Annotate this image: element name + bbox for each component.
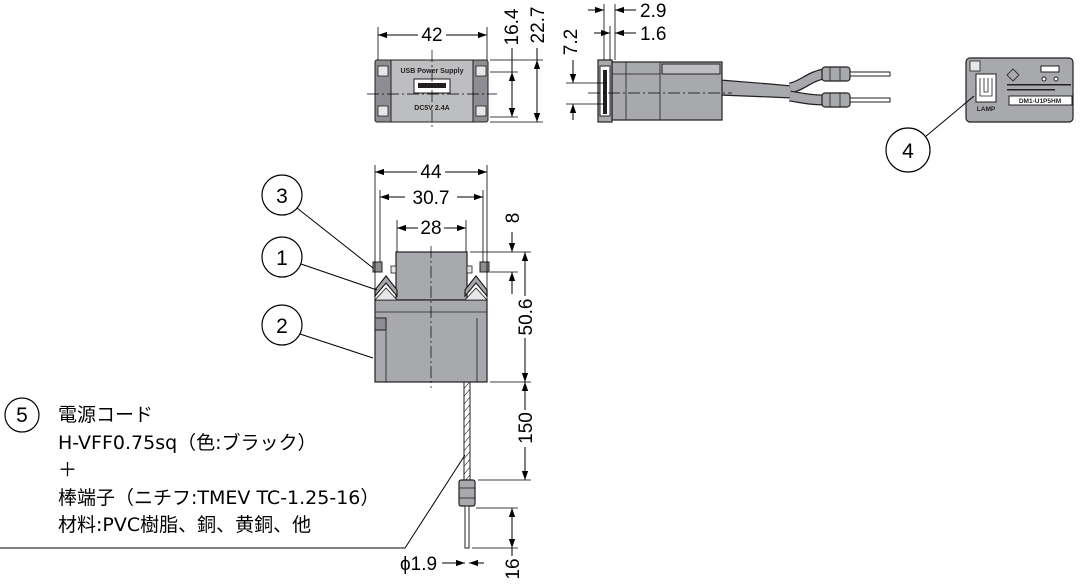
lamp-logo-mark: [979, 78, 993, 97]
dim-front-height-label: 22.7: [528, 7, 549, 44]
back-dot-icon-2: [1053, 76, 1059, 82]
terminal-lower: [821, 92, 851, 108]
cord-sheath: [719, 79, 793, 99]
cord-notes-leader: [0, 454, 466, 549]
model-label: DM1-U1P5HM: [1019, 98, 1061, 105]
callout-4-leader: [924, 95, 975, 138]
lamp-logo: [975, 73, 997, 103]
front-left-clip-top: [377, 65, 389, 77]
dim-cord-length-label: 150: [516, 412, 537, 444]
terminal-spec: 棒端子（ニチフ:TMEV TC-1.25-16）: [58, 487, 379, 509]
front-right-clip-top: [475, 65, 487, 77]
terminal-pin: [464, 505, 470, 549]
callout-3: 3: [261, 174, 303, 216]
left-clip-base: [374, 287, 398, 301]
lamp-logo-label: LAMP: [977, 106, 996, 113]
callout-5-circle: [4, 397, 40, 433]
side-dimensions: 2.9 1.6 7.2: [561, 1, 666, 120]
cord-notes: 電源コード H-VFF0.75sq（色:ブラック） ＋ 棒端子（ニチフ:TMEV…: [58, 404, 379, 536]
dim-terminal-length-label: 16: [503, 558, 524, 579]
pin-lower: [849, 97, 891, 103]
dim-plate-label: 2.9: [640, 1, 666, 22]
pin-upper: [849, 71, 891, 77]
callout-5-number: 5: [16, 404, 28, 427]
dim-clip-span-label: 30.7: [413, 188, 450, 209]
front-rating-label: DC5V 2.4A: [414, 105, 449, 112]
side-view: [588, 59, 891, 123]
dim-front-width-label: 42: [421, 25, 442, 46]
callout-4-number: 4: [902, 140, 914, 163]
callout-3-leader: [296, 207, 374, 269]
terminal-upper: [821, 66, 851, 82]
callout-1-leader: [300, 263, 378, 291]
dim-top-width-label: 28: [420, 218, 441, 239]
cord-title: 電源コード: [58, 404, 153, 426]
left-tab: [372, 261, 383, 273]
front-left-clip-bottom: [377, 105, 389, 117]
back-fine-print-1: [1007, 84, 1071, 86]
upper-body-lug-right: [466, 265, 473, 274]
lower-body-notch-left: [374, 317, 387, 331]
main-view: [372, 246, 490, 549]
back-view: LAMP DM1-U1P5HM: [965, 57, 1074, 123]
cord-wire-upper: [788, 69, 825, 93]
callout-4-circle: [885, 127, 931, 173]
dim-side-offset-label: 7.2: [561, 29, 582, 55]
dim-body-height-label: 50.6: [516, 299, 537, 336]
front-dimensions: 42 16.4 22.7: [377, 7, 549, 123]
dim-body-width-label: 44: [420, 162, 442, 183]
dim-front-inner-label: 16.4: [502, 8, 523, 45]
back-corner-square: [969, 60, 981, 72]
callout-1-circle: [261, 236, 303, 278]
dim-plate-inner-label: 1.6: [640, 24, 666, 45]
callout-2: 2: [261, 304, 303, 346]
cord-spec: H-VFF0.75sq（色:ブラック）: [58, 431, 317, 454]
side-plate-inner: [603, 70, 607, 114]
dim-top-height-label: 8: [503, 213, 524, 224]
plus-sign: ＋: [58, 459, 77, 481]
dim-terminal-diameter-label: ϕ1.9: [400, 554, 437, 575]
upper-body-lug-left: [390, 265, 397, 274]
upper-body: [395, 251, 468, 301]
back-top-badge: [1040, 65, 1060, 73]
power-cord: [463, 381, 471, 481]
certification-mark-icon: [1006, 68, 1020, 82]
model-label-box: [1008, 95, 1073, 106]
main-dimensions: 44 30.7 28 8 50.6 150 16: [374, 162, 537, 580]
callout-3-number: 3: [276, 185, 288, 208]
cord-wire-lower: [789, 91, 825, 105]
callout-4: 4: [885, 127, 931, 173]
front-view: USB Power Supply DC5V 2.4A: [367, 50, 497, 130]
callout-2-number: 2: [276, 315, 288, 338]
back-dot-icon: [1041, 76, 1047, 82]
callout-5: 5: [4, 397, 40, 433]
right-tab: [479, 261, 490, 273]
front-right-clip-bottom: [475, 105, 487, 117]
callout-3-circle: [261, 174, 303, 216]
back-fine-print-2: [1007, 89, 1055, 91]
side-top-boss: [661, 63, 721, 75]
crimp-terminal: [458, 479, 476, 507]
callout-1: 1: [261, 236, 303, 278]
callout-2-circle: [261, 304, 303, 346]
material-spec: 材料:PVC樹脂、銅、黄銅、他: [58, 514, 311, 536]
callout-1-number: 1: [276, 247, 288, 270]
callout-2-leader: [299, 333, 374, 359]
right-clip-base: [464, 287, 488, 301]
